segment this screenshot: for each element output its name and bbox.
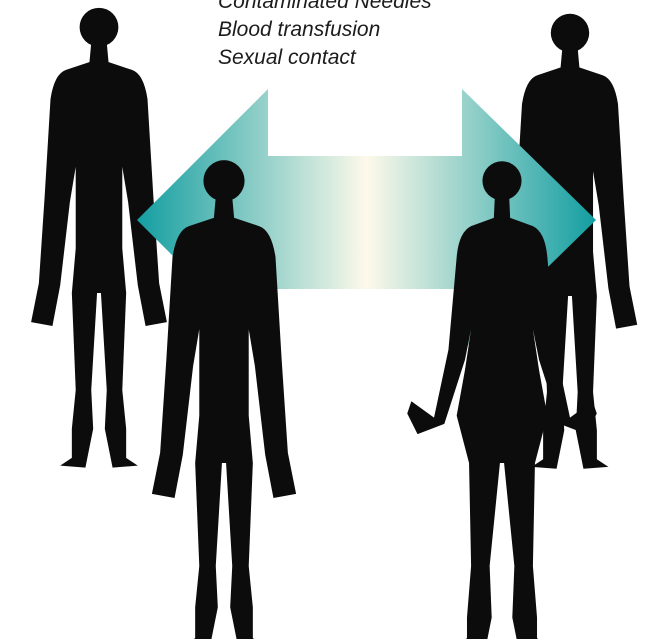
route-sexual-contact: Sexual contact bbox=[218, 44, 432, 72]
route-blood-transfusion: Blood transfusion bbox=[218, 16, 432, 44]
route-contaminated-needles: Contaminated Needles bbox=[218, 0, 432, 16]
transmission-routes-list: Contaminated Needles Blood transfusion S… bbox=[218, 0, 432, 72]
